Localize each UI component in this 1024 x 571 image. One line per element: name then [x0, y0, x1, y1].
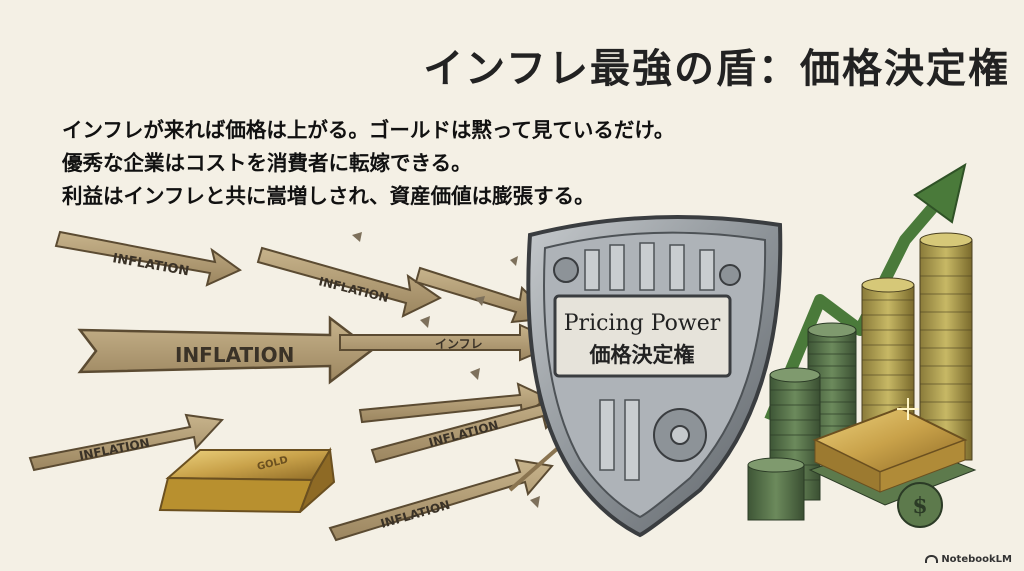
svg-text:$: $ — [912, 493, 927, 519]
watermark-text: NotebookLM — [941, 554, 1012, 565]
shield-label-en: Pricing Power — [564, 311, 721, 336]
coin-stack-front — [747, 367, 821, 521]
slide-title: インフレ最強の盾：価格決定権 — [423, 45, 1010, 92]
gold-bar: GOLD — [158, 447, 336, 514]
arrow-2: INFLATION — [256, 246, 442, 318]
gear-icon — [553, 257, 741, 462]
arrow-label-3: INFLATION — [175, 343, 294, 367]
body-line-2: 優秀な企業はコストを消費者に転嫁できる。 — [62, 151, 472, 175]
body-line-3: 利益はインフレと共に嵩増しされ、資産価値は膨張する。 — [62, 184, 595, 208]
notebooklm-icon — [925, 555, 939, 563]
gold-bars-stack: $ — [808, 398, 977, 528]
shield-label-jp: 価格決定権 — [589, 343, 695, 367]
arrow-label-jp: インフレ — [435, 337, 483, 351]
shield-pillars — [584, 242, 715, 481]
arrow-label-8: INFLATION — [427, 418, 500, 450]
watermark: NotebookLM — [925, 554, 1012, 565]
arrow-9: INFLATION — [328, 458, 554, 542]
body-line-1: インフレが来れば価格は上がる。ゴールドは黙って見ているだけ。 — [62, 118, 675, 142]
shield: Pricing Power 価格決定権 — [526, 215, 783, 538]
arrow-label-6: INFLATION — [78, 436, 151, 463]
arrow-1: INFLATION — [54, 230, 242, 287]
arrow-4: インフレ — [339, 323, 563, 362]
shield-plaque: Pricing Power 価格決定権 — [553, 294, 732, 378]
arrow-3: INFLATION — [77, 315, 375, 385]
growth-arrow — [764, 162, 967, 423]
